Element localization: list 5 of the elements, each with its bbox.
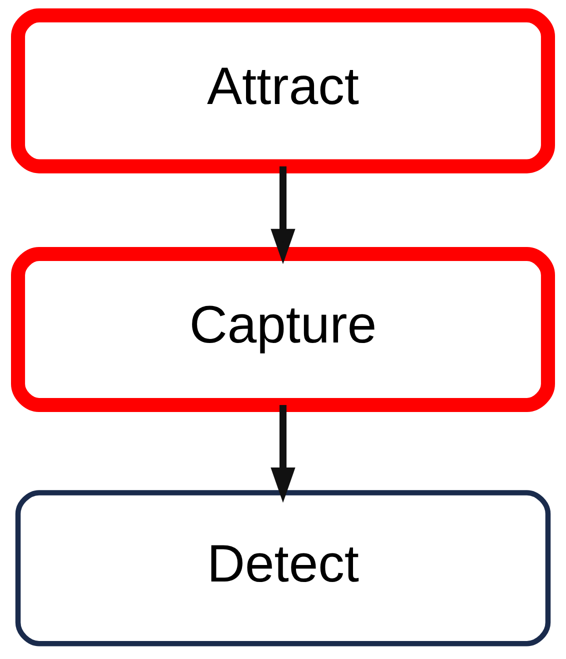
node-box: Capture: [11, 247, 555, 412]
arrow: [270, 405, 296, 503]
node-box: Attract: [11, 8, 555, 174]
node-box: Detect: [15, 490, 551, 646]
arrow: [270, 166, 296, 264]
